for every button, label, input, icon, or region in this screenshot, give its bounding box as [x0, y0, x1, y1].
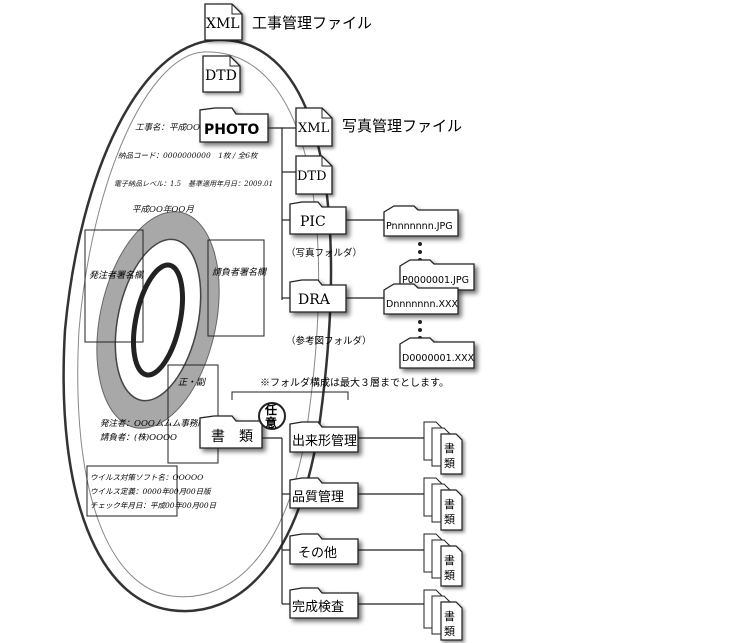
documents-tree-lines: [262, 437, 424, 605]
layer-note: ※フォルダ構成は最大３層までとします。: [260, 376, 449, 389]
subfolder-4: 完成検査: [289, 587, 359, 619]
disc-line-2: 納品コード：0000000000 1枚 / 全6枚: [118, 151, 259, 160]
pic-file-1: Pnnnnnnn.JPG: [383, 205, 459, 237]
documents-folder: 書 類: [199, 415, 263, 449]
disc-line-3: 電子納品レベル：1.5 基準適用年月日：2009.01: [114, 180, 273, 188]
optional-badge-bottom: 意: [265, 415, 277, 430]
doc-stack-4: 書 類: [423, 589, 463, 641]
doc-stack-2: 書 類: [423, 477, 463, 531]
subfolder-1-label: 出来形管理: [292, 434, 357, 449]
orderer-seal-box: [84, 229, 144, 343]
optional-badge: 任 意: [258, 402, 286, 430]
note-bracket: [231, 391, 349, 400]
virus-line-1: ウイルス対策ソフト名：OOOOO: [90, 473, 203, 482]
doc-stack-4-top: 書: [444, 609, 455, 623]
doc-stack-1-bottom: 類: [444, 457, 455, 470]
photo-xml-label: 写真管理ファイル: [342, 117, 462, 135]
doc-stack-3: 書 類: [423, 533, 463, 587]
virus-line-3: チェック年月日：平成00年00月00日: [90, 501, 217, 510]
dra-folder: DRA: [289, 279, 347, 313]
doc-stack-3-top: 書: [444, 553, 455, 567]
subfolder-2-label: 品質管理: [292, 490, 344, 505]
photo-xml-file: XML: [295, 107, 333, 147]
dtd-top-icon-label: DTD: [205, 68, 237, 84]
copy-box: [167, 364, 219, 464]
disc-line-1: 工事名：平成OO年度 OOO: [135, 122, 241, 133]
pic-file-2-label: P0000001.JPG: [402, 275, 469, 286]
pic-file-1-label: Pnnnnnnn.JPG: [386, 221, 453, 232]
pic-folder: PIC: [289, 201, 347, 235]
contractor-seal-box: [207, 239, 265, 337]
dra-dot-1: [418, 320, 422, 324]
doc-stack-1-top: 書: [444, 441, 455, 455]
xml-top-file: XML: [204, 3, 243, 41]
orderer-seal-label: 発注者署名欄: [89, 270, 145, 281]
pic-caption: （写真フォルダ）: [286, 247, 362, 259]
documents-folder-label: 書 類: [211, 429, 253, 445]
subfolder-1: 出来形管理: [289, 421, 359, 453]
orderer-line: 発注者：OOOムムム事務所: [100, 418, 207, 429]
dra-file-2: D0000001.XXX: [399, 337, 475, 369]
doc-stack-2-bottom: 類: [444, 513, 455, 526]
photo-folder-label: PHOTO: [204, 122, 259, 138]
dra-dot-2: [418, 328, 422, 332]
dra-file-2-label: D0000001.XXX: [402, 353, 475, 364]
copy-label: 正・副: [178, 377, 207, 388]
pic-dot-2: [418, 250, 422, 254]
xml-top-label: 工事管理ファイル: [252, 14, 372, 32]
subfolder-3-label: その他: [298, 546, 337, 561]
subfolder-2: 品質管理: [289, 477, 359, 509]
pic-folder-label: PIC: [300, 214, 326, 230]
photo-dtd-icon-label: DTD: [297, 169, 327, 184]
contractor-seal-label: 請負者署名欄: [212, 267, 268, 278]
dtd-top-file: DTD: [202, 55, 241, 93]
photo-xml-icon-label: XML: [298, 121, 330, 136]
cd-disc: 工事名：平成OO年度 OOO 納品コード：0000000000 1枚 / 全6枚…: [62, 38, 333, 613]
subfolder-4-label: 完成検査: [292, 600, 344, 615]
photo-tree-lines: [268, 127, 384, 300]
doc-stack-3-bottom: 類: [444, 569, 455, 582]
contractor-line: 請負者：(株)OOOO: [100, 432, 177, 443]
doc-stack-1: 書 類: [423, 421, 463, 475]
virus-box: [86, 465, 178, 517]
disc-center-hole: [131, 262, 185, 378]
doc-stack-2-top: 書: [444, 497, 455, 511]
xml-top-icon-label: XML: [206, 16, 240, 32]
virus-line-2: ウイルス定義：0000年00月00日版: [90, 487, 212, 496]
photo-folder: PHOTO: [199, 107, 269, 143]
dra-folder-label: DRA: [298, 292, 331, 308]
dra-file-1: Dnnnnnnn.XXX: [383, 283, 459, 315]
subfolder-3: その他: [289, 533, 359, 565]
pic-dot-1: [418, 242, 422, 246]
disc-line-4: 平成OO年OO月: [132, 204, 194, 215]
optional-badge-top: 任: [264, 402, 277, 417]
doc-stack-4-bottom: 類: [444, 625, 455, 638]
disc-rim: [77, 51, 320, 598]
dra-caption: （参考図フォルダ）: [286, 335, 372, 347]
photo-dtd-file: DTD: [295, 155, 333, 195]
dra-file-1-label: Dnnnnnnn.XXX: [386, 299, 458, 310]
